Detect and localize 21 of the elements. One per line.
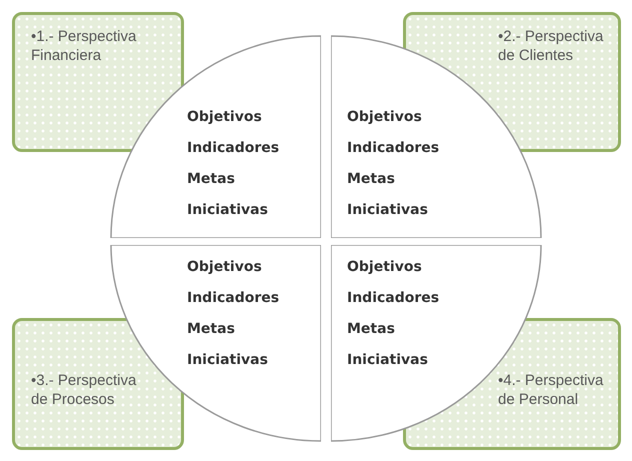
list-item-label: Metas: [347, 170, 396, 189]
list-item-label: Indicadores: [347, 289, 440, 308]
perspective-label: •2.- Perspectiva de Clientes: [498, 27, 604, 65]
list-item-label: Indicadores: [347, 139, 440, 158]
perspective-box: [12, 12, 184, 152]
list-item-label: Metas: [187, 170, 236, 189]
list-item-label: Metas: [187, 320, 236, 339]
list-item-label: Objetivos: [347, 108, 423, 127]
perspective-label: •1.- Perspectiva Financiera: [31, 27, 138, 65]
list-item-label: Metas: [347, 320, 396, 339]
list-item-label: Indicadores: [187, 289, 280, 308]
perspective-label: •4.- Perspectiva de Personal: [498, 371, 604, 409]
list-item-label: Iniciativas: [187, 201, 269, 220]
list-item-label: Objetivos: [187, 258, 263, 277]
list-item-label: Indicadores: [187, 139, 280, 158]
list-item-label: Objetivos: [347, 258, 423, 277]
list-item-label: Objetivos: [187, 108, 263, 127]
list-item-label: Iniciativas: [187, 351, 269, 370]
perspective-label: •3.- Perspectiva de Procesos: [31, 371, 138, 409]
list-item-label: Iniciativas: [347, 351, 429, 370]
list-item-label: Iniciativas: [347, 201, 429, 220]
